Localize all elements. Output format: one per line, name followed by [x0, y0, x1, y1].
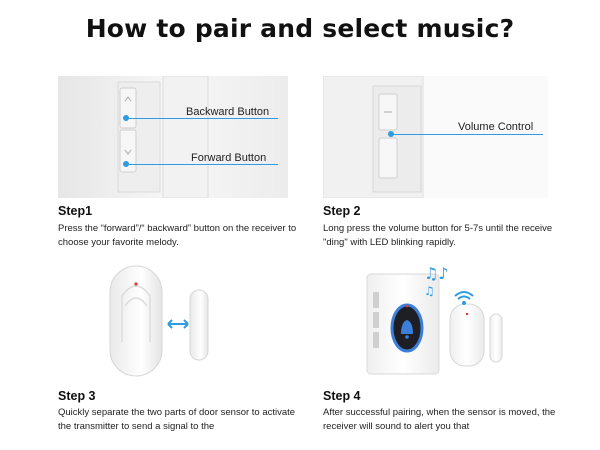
- step1-description: Press the “forward”/“ backward” button o…: [58, 223, 297, 248]
- double-arrow-icon: [167, 319, 189, 329]
- step4-heading: Step 4: [323, 389, 361, 403]
- backward-callout-line: [126, 118, 278, 120]
- step3-photo: [109, 265, 209, 377]
- music-notes-icon: ♫♪♫: [424, 264, 449, 299]
- step2-description: Long press the volume button for 5-7s un…: [323, 223, 553, 248]
- volume-control-label: Volume Control: [458, 121, 534, 133]
- step4-description: After successful pairing, when the senso…: [323, 407, 556, 432]
- forward-callout-line: [126, 164, 278, 166]
- forward-button-label: Forward Button: [191, 152, 267, 164]
- backward-button-label: Backward Button: [186, 106, 270, 118]
- volume-callout-line: [391, 134, 543, 136]
- step1-heading: Step1: [58, 204, 93, 218]
- step3-heading: Step 3: [58, 389, 96, 403]
- step4-photo: [366, 273, 503, 375]
- step2-photo: [323, 76, 548, 198]
- step1-photo: [58, 76, 288, 198]
- wifi-icon: [454, 291, 474, 305]
- step3-description: Quickly separate the two parts of door s…: [58, 407, 296, 432]
- step2-heading: Step 2: [323, 204, 361, 218]
- page-title: How to pair and select music?: [85, 14, 515, 43]
